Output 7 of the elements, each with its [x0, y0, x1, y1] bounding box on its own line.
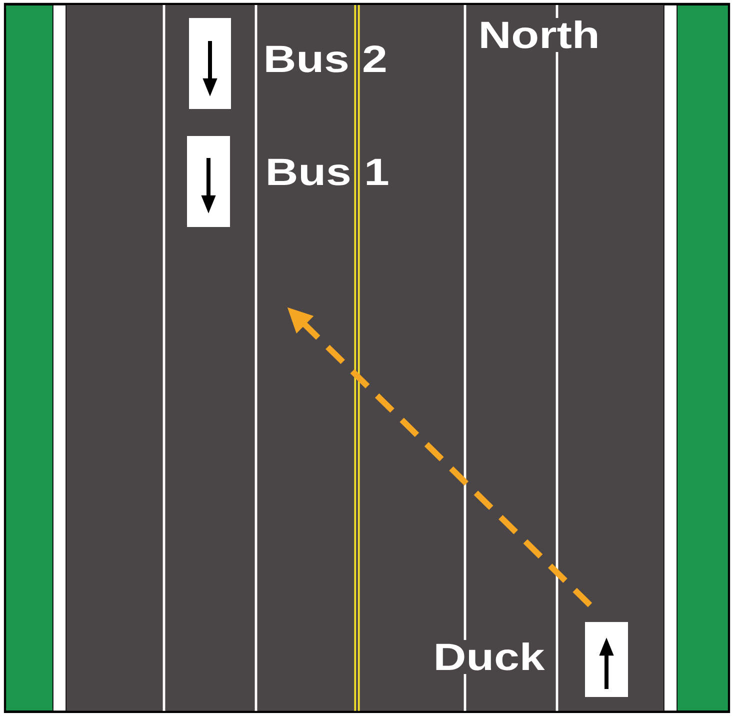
vehicle-box — [189, 18, 231, 109]
vehicle-box — [187, 136, 230, 227]
vehicle-label: Duck — [436, 642, 545, 670]
vehicle-label: Bus 2 — [266, 45, 386, 72]
vehicle-box — [585, 622, 628, 697]
direction-label: North — [481, 20, 597, 48]
vehicle-label: Bus 1 — [268, 158, 388, 186]
